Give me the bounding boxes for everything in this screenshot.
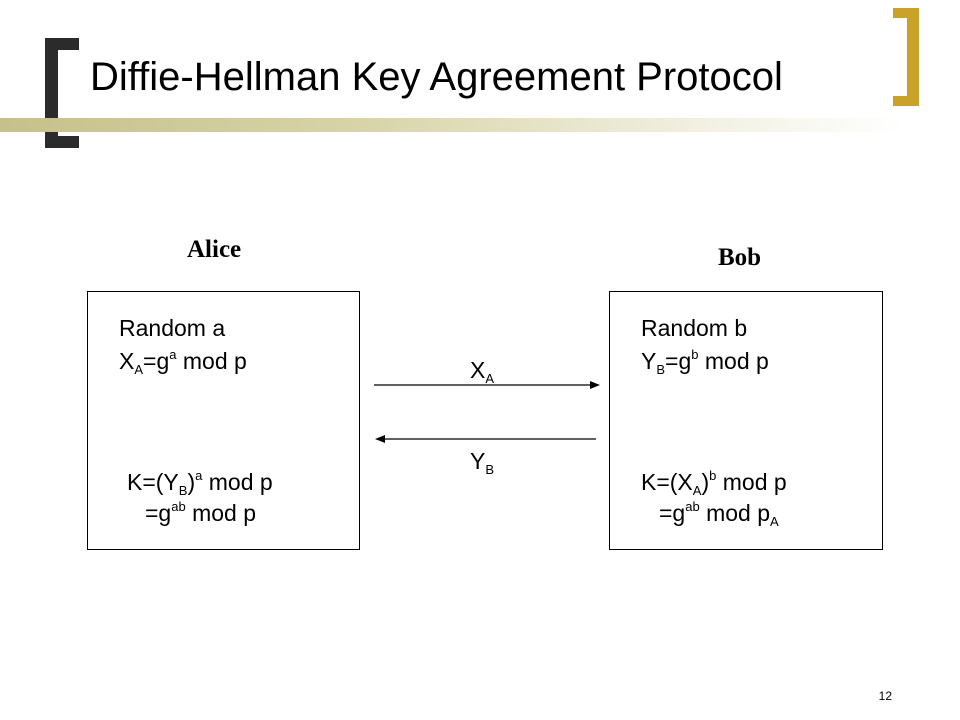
alice-key-result: =gab mod p	[145, 499, 257, 526]
bob-box	[609, 291, 883, 550]
bob-key-result: =gab mod pA	[659, 499, 779, 529]
bob-random: Random b	[641, 315, 748, 341]
right-bracket-decoration	[893, 8, 919, 106]
alice-label: Alice	[187, 236, 242, 263]
slide-title: Diffie-Hellman Key Agreement Protocol	[90, 55, 783, 99]
message-to-bob-label: XA	[470, 357, 495, 386]
alice-key: K=(YB)a mod p	[127, 468, 273, 498]
message-arrows	[374, 381, 600, 443]
alice-random: Random a	[119, 315, 226, 341]
arrow-to-bob-head	[590, 381, 600, 389]
message-to-alice-label: YB	[470, 448, 495, 477]
bob-label: Bob	[718, 244, 762, 271]
title-underline-bar	[0, 118, 905, 132]
page-number: 12	[878, 689, 892, 703]
alice-box	[87, 291, 360, 550]
alice-public-value: XA=ga mod p	[119, 347, 247, 377]
arrow-to-alice-head	[375, 435, 385, 443]
bob-key: K=(XA)b mod p	[641, 468, 787, 498]
bob-public-value: YB=gb mod p	[641, 347, 769, 377]
